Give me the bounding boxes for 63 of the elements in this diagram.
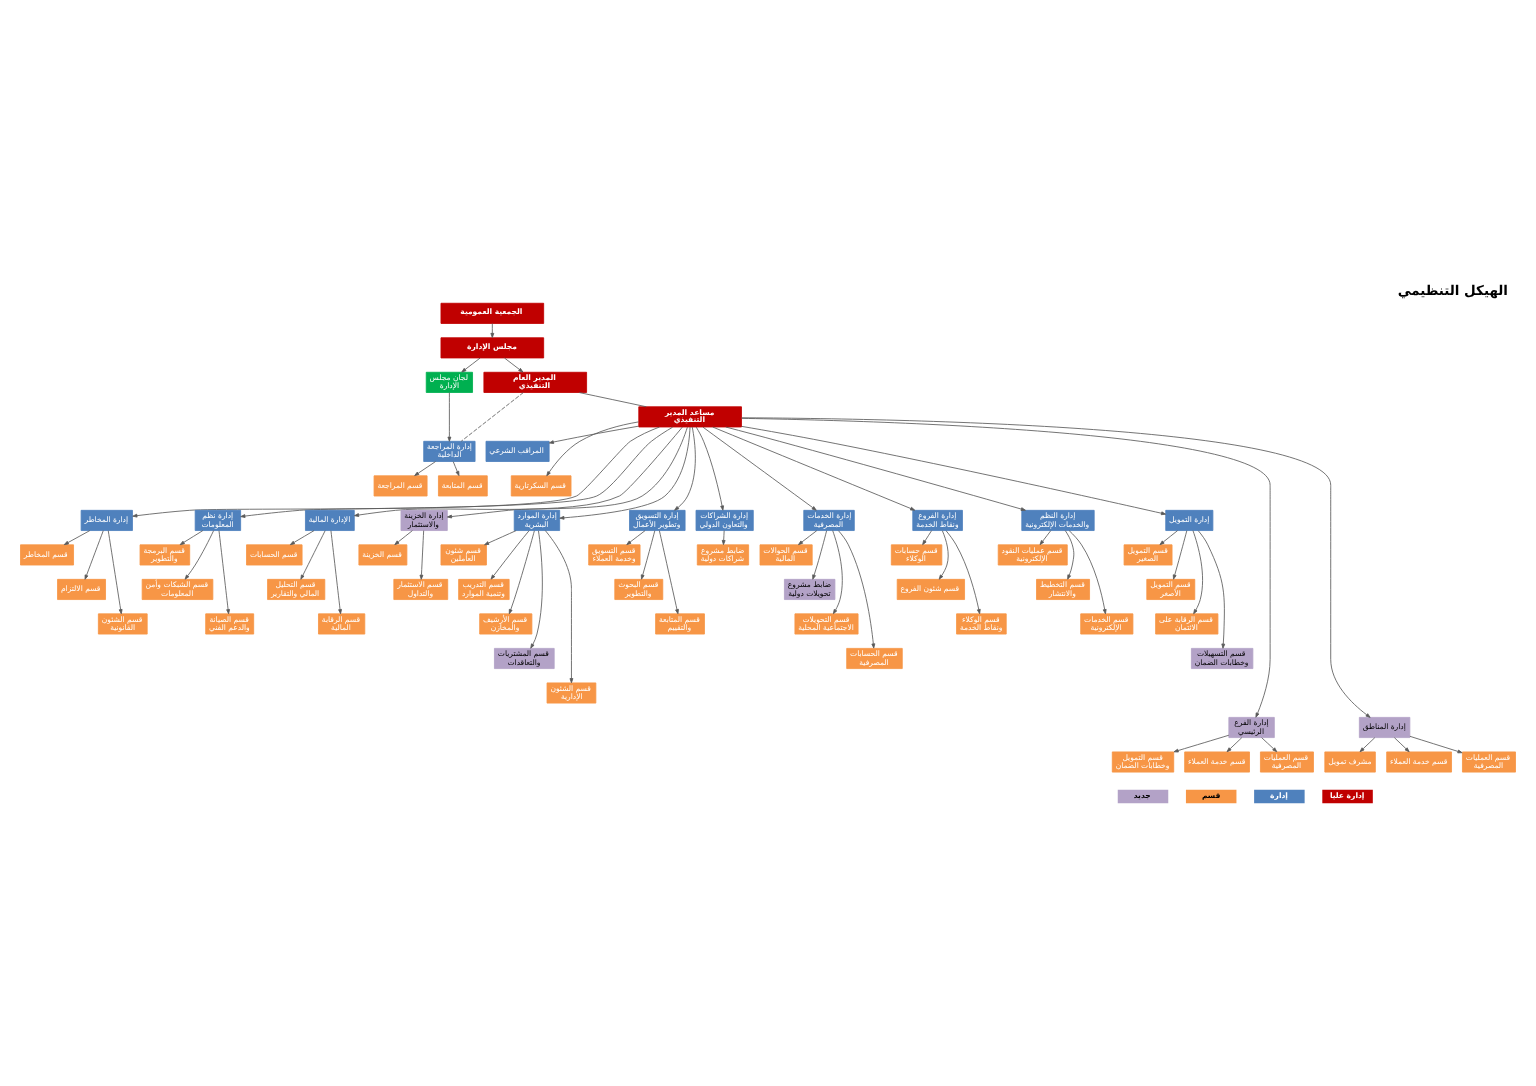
- arrow: [712, 425, 916, 510]
- arrow: [559, 425, 691, 519]
- connector: [460, 391, 524, 441]
- arrow: [702, 425, 817, 510]
- arrow: [300, 529, 326, 579]
- arrow: [938, 529, 949, 579]
- arrow: [484, 529, 517, 545]
- arrow: [184, 529, 215, 579]
- arrow: [741, 416, 1371, 717]
- arrow: [490, 529, 530, 579]
- arrow: [394, 529, 413, 545]
- arrow: [218, 529, 230, 614]
- arrow: [1039, 529, 1052, 545]
- arrow: [812, 529, 828, 579]
- arrow: [1064, 529, 1075, 579]
- arrow: [1394, 736, 1410, 752]
- arrow: [84, 529, 104, 579]
- arrow: [832, 529, 843, 614]
- arrow: [546, 420, 639, 476]
- arrow: [354, 425, 683, 516]
- arrow: [63, 529, 91, 545]
- arrow: [721, 529, 726, 545]
- arrow: [741, 416, 1271, 717]
- arrow: [1359, 736, 1376, 752]
- arrow: [725, 425, 1026, 510]
- arrow: [1068, 529, 1107, 614]
- arrow: [1173, 733, 1230, 752]
- arrow: [289, 529, 315, 545]
- arrow: [695, 425, 724, 510]
- arrow: [922, 529, 933, 545]
- arrow: [544, 529, 574, 683]
- arrow: [1261, 736, 1278, 752]
- arrow: [659, 529, 679, 614]
- arrow: [1197, 529, 1226, 648]
- arrow: [490, 322, 495, 337]
- arrow: [1409, 734, 1463, 753]
- arrow: [626, 529, 646, 545]
- arrow: [548, 424, 639, 443]
- arrow: [452, 460, 460, 476]
- connector: [578, 391, 647, 407]
- arrow: [446, 425, 688, 518]
- arrow: [179, 529, 204, 545]
- arrow: [1159, 529, 1178, 545]
- arrow: [240, 425, 673, 517]
- arrow: [132, 425, 660, 517]
- arrow: [640, 529, 656, 579]
- arrow: [1226, 736, 1243, 752]
- arrow: [330, 529, 342, 614]
- arrow: [107, 529, 123, 614]
- arrow: [461, 356, 481, 372]
- arrow: [419, 529, 425, 579]
- arrow: [945, 529, 981, 614]
- arrow: [504, 356, 524, 372]
- arrow: [1192, 529, 1203, 614]
- arrow: [674, 425, 696, 510]
- arrow: [447, 391, 452, 441]
- arrow: [508, 529, 535, 614]
- arrow: [530, 529, 543, 648]
- arrow: [741, 424, 1167, 515]
- arrow: [1172, 529, 1188, 579]
- arrow: [414, 460, 436, 476]
- arrow: [798, 529, 818, 545]
- arrow: [838, 529, 876, 648]
